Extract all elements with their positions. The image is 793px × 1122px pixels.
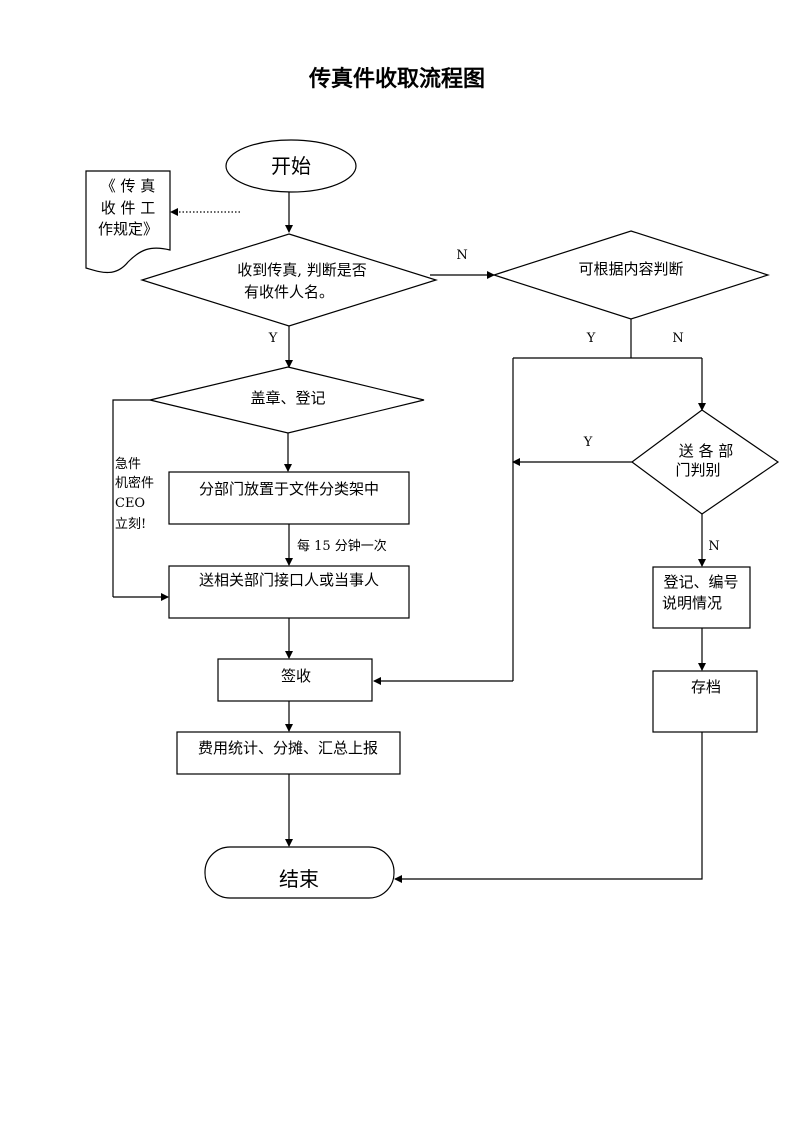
- receive-decision: 收到传真, 判断是否 有收件人名。: [139, 233, 439, 327]
- label-n-2: N: [672, 331, 683, 346]
- label-y-2: Y: [586, 331, 596, 346]
- send-box: 送相关部门接口人或当事人: [168, 565, 410, 619]
- start-node: 开始: [225, 139, 357, 193]
- expense-box: 费用统计、分摊、汇总上报: [176, 731, 401, 775]
- label-y-3: Y: [583, 435, 593, 450]
- page-title: 传真件收取流程图: [308, 66, 485, 92]
- stamp-decision: 盖章、登记: [149, 366, 425, 434]
- connector-archive-end: [394, 732, 703, 883]
- doc-line-3: 作规定》: [98, 220, 158, 238]
- interval-label: 每 15 分钟一次: [297, 538, 387, 554]
- receive-line-1: 收到传真, 判断是否: [237, 261, 367, 279]
- classify-box: 分部门放置于文件分类架中: [168, 471, 410, 525]
- classify-label: 分部门放置于文件分类架中: [199, 480, 379, 498]
- content-judge-decision: 可根据内容判断: [492, 230, 770, 320]
- register-box: 登记、编号 说明情况: [652, 566, 751, 629]
- archive-box: 存档: [652, 670, 758, 733]
- urgent-line-3: CEO: [115, 496, 145, 511]
- doc-line-2: 收 件 工: [101, 199, 156, 217]
- connector-urgent-bypass: [112, 399, 150, 597]
- urgent-line-1: 急件: [115, 457, 141, 472]
- dept-line-1: 送 各 部: [679, 442, 734, 460]
- rules-document: 《 传 真 收 件 工 作规定》: [85, 170, 171, 274]
- register-line-1: 登记、编号: [663, 573, 738, 591]
- archive-label: 存档: [691, 678, 721, 696]
- urgent-line-2: 机密件: [115, 475, 154, 491]
- sign-label: 签收: [281, 667, 311, 685]
- receive-line-2: 有收件人名。: [244, 283, 334, 301]
- label-y-1: Y: [268, 331, 278, 346]
- stamp-label: 盖章、登记: [250, 389, 325, 407]
- end-node: 结束: [204, 846, 395, 899]
- urgent-line-4: 立刻!: [115, 517, 146, 532]
- register-line-2: 说明情况: [662, 594, 722, 612]
- content-judge-label: 可根据内容判断: [578, 260, 683, 278]
- sign-box: 签收: [217, 658, 373, 702]
- send-label: 送相关部门接口人或当事人: [199, 571, 379, 589]
- label-n-3: N: [708, 539, 719, 554]
- end-label: 结束: [279, 867, 319, 891]
- dept-line-2: 门判别: [675, 461, 720, 479]
- expense-label: 费用统计、分摊、汇总上报: [198, 739, 378, 757]
- dept-decision: 送 各 部 门判别: [630, 409, 780, 515]
- start-label: 开始: [271, 154, 311, 178]
- doc-line-1: 《 传 真: [101, 177, 156, 195]
- label-n-1: N: [456, 248, 467, 263]
